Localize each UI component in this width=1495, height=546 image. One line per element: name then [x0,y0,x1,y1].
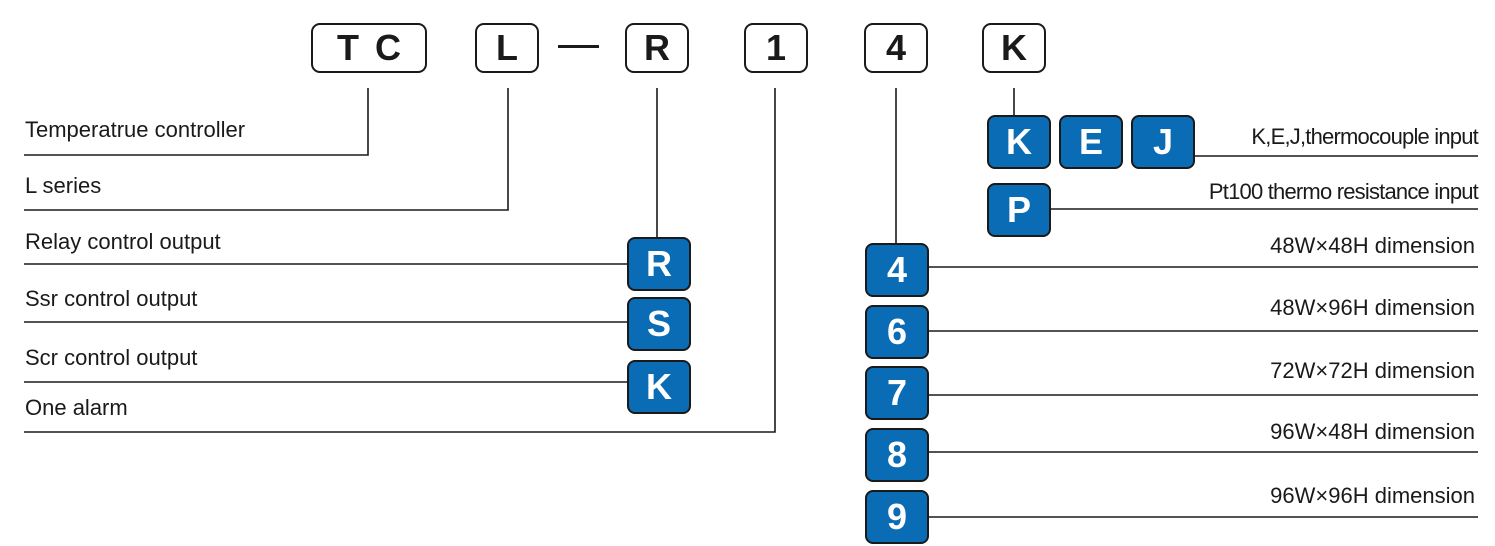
label-dimension-48x48: 48W×48H dimension [1270,233,1475,258]
label-thermocouple-input: K,E,J,thermocouple input [1251,124,1478,149]
chip-dimension-8-text: 8 [886,434,908,475]
code-segment-r-text: R [644,27,670,68]
chip-input-p-text: P [1006,189,1031,230]
label-rtd-input: Pt100 thermo resistance input [1208,179,1479,204]
code-segment-1-text: 1 [765,27,787,68]
chip-dimension-4-text: 4 [886,249,908,290]
label-ssr-output: Ssr control output [25,286,198,311]
chip-output-k: K [627,360,691,414]
label-dimension-96x48: 96W×48H dimension [1270,419,1475,444]
chip-input-j: J [1131,115,1195,169]
code-segment-k-text: K [1001,27,1027,68]
label-l-series: L series [25,173,102,198]
label-dimension-96x96: 96W×96H dimension [1270,483,1475,508]
code-segment-1: 1 [744,23,808,73]
code-segment-k: K [982,23,1046,73]
chip-dimension-6: 6 [865,305,929,359]
connector-tc [24,88,369,156]
chip-input-j-text: J [1152,121,1174,162]
chip-input-k-text: K [1006,121,1032,162]
label-scr-output: Scr control output [25,345,198,370]
code-segment-l-text: L [496,27,518,68]
label-temperature-controller: Temperatrue controller [25,117,246,142]
connector-l [24,88,509,211]
chip-output-s-text: S [646,303,671,344]
code-segment-r: R [625,23,689,73]
chip-input-e-text: E [1078,121,1103,162]
code-segment-4: 4 [864,23,928,73]
chip-dimension-9-text: 9 [886,496,908,537]
chip-output-k-text: K [646,366,672,407]
label-relay-output: Relay control output [25,229,221,254]
chip-dimension-7: 7 [865,366,929,420]
code-segment-4-text: 4 [885,27,907,68]
chip-dimension-8: 8 [865,428,929,482]
chip-input-k: K [987,115,1051,169]
chip-dimension-7-text: 7 [886,372,908,413]
code-segment-tc-text: T C [337,27,401,68]
chip-output-s: S [627,297,691,351]
chip-output-r-text: R [646,243,672,284]
chip-output-r: R [627,237,691,291]
connector-alarm [24,88,776,433]
chip-dimension-6-text: 6 [886,311,908,352]
label-dimension-48x96: 48W×96H dimension [1270,295,1475,320]
chip-dimension-4: 4 [865,243,929,297]
chip-input-e: E [1059,115,1123,169]
code-segment-l: L [475,23,539,73]
label-dimension-72x72: 72W×72H dimension [1270,358,1475,383]
label-one-alarm: One alarm [25,395,128,420]
chip-input-p: P [987,183,1051,237]
code-dash [558,45,599,48]
code-segment-tc: T C [311,23,427,73]
chip-dimension-9: 9 [865,490,929,544]
